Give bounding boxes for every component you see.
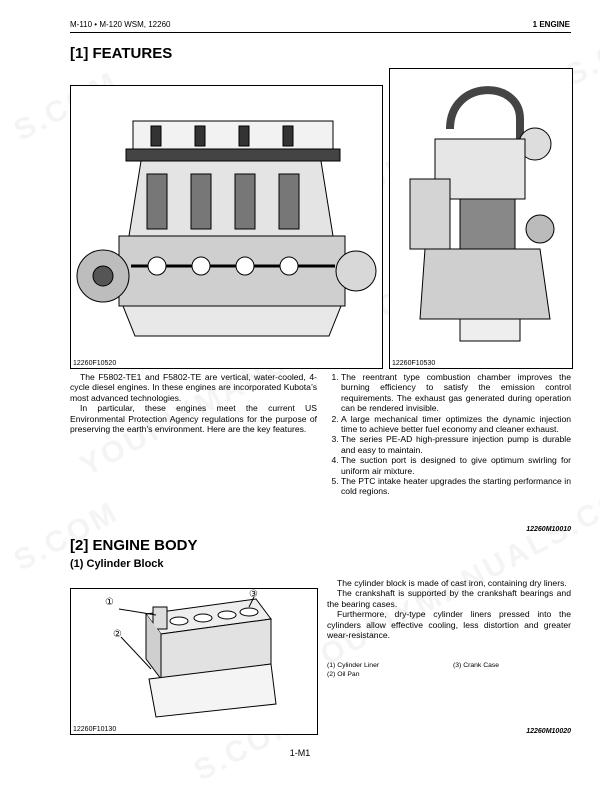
- figure-caption: 12260F10520: [73, 360, 117, 367]
- callout-2: ②: [113, 629, 122, 640]
- list-item: A large mechanical timer optimizes the d…: [341, 414, 571, 435]
- figure-engine-front-section: 12260F10530: [389, 68, 573, 369]
- parts-legend-item: (3) Crank Case: [453, 662, 500, 669]
- engine-front-illustration: [409, 86, 555, 342]
- parts-legend-item: (1) Cylinder Liner: [327, 662, 380, 669]
- features-intro-text: The F5802-TE1 and F5802-TE are vertical,…: [70, 372, 317, 434]
- section-title-features: [1] FEATURES: [70, 45, 173, 62]
- callout-1: ①: [105, 597, 114, 608]
- paragraph: Furthermore, dry-type cylinder liners pr…: [327, 609, 571, 641]
- engine-side-illustration: [76, 120, 377, 337]
- figure-caption: 12260F10130: [73, 726, 117, 733]
- list-item: The series PE-AD high-pressure injection…: [341, 434, 571, 455]
- subsection-title-cylinder-block: (1) Cylinder Block: [70, 558, 164, 570]
- header-rule: [70, 32, 571, 33]
- figure-caption: 12260F10530: [392, 360, 436, 367]
- paragraph: In particular, these engines meet the cu…: [70, 403, 317, 435]
- features-list: The reentrant type combustion chamber im…: [327, 372, 571, 497]
- page-number: 1-M1: [289, 748, 311, 758]
- paragraph: The F5802-TE1 and F5802-TE are vertical,…: [70, 372, 317, 403]
- figure-cylinder-block: ① ② ③ 12260F10130: [70, 588, 318, 735]
- section-title-engine-body: [2] ENGINE BODY: [70, 537, 198, 554]
- paragraph: The cylinder block is made of cast iron,…: [337, 578, 567, 588]
- cylinder-block-text: The cylinder block is made of cast iron,…: [327, 578, 571, 640]
- reference-code: 12260M10010: [526, 526, 571, 533]
- callout-3: ③: [249, 589, 258, 600]
- list-item: The suction port is designed to give opt…: [341, 455, 571, 476]
- parts-legend-item: (2) Oil Pan: [327, 671, 360, 678]
- list-item: The PTC intake heater upgrades the start…: [341, 476, 571, 497]
- list-item: The reentrant type combustion chamber im…: [341, 372, 571, 414]
- paragraph: The crankshaft is supported by the crank…: [327, 588, 571, 609]
- watermark: YOUFIXMANUALS.COM: [295, 470, 600, 684]
- reference-code: 12260M10020: [526, 728, 571, 735]
- header-manual-id: M-110 • M-120 WSM, 12260: [70, 20, 171, 29]
- cylinder-block-illustration: [118, 596, 277, 718]
- header-section: 1 ENGINE: [532, 20, 570, 29]
- figure-engine-side-section: 12260F10520: [70, 85, 383, 369]
